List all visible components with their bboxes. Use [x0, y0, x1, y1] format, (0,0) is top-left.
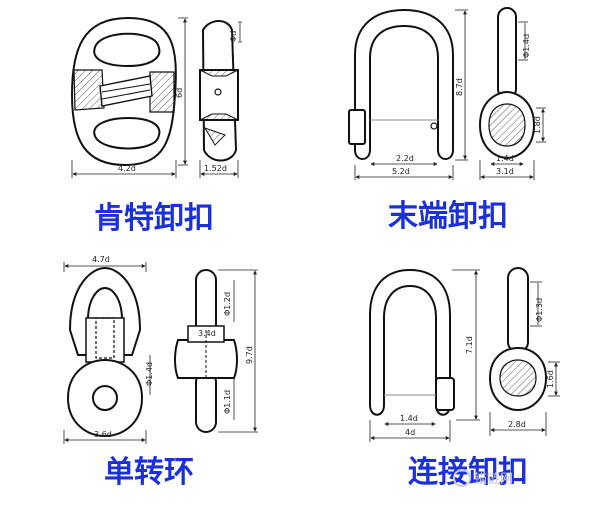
kenter-dimensions	[71, 17, 188, 178]
kenter-center-bar	[99, 75, 153, 107]
end-outer2-label: 3.1d	[496, 167, 514, 176]
kenter-lower-hole	[93, 116, 161, 150]
swivel-figure	[66, 266, 144, 438]
swivel-d11-label: Φ1.1d	[223, 390, 232, 414]
end-shackle-side-view	[478, 7, 536, 160]
kenter-side-view	[199, 20, 239, 162]
kenter-thickness-label: 1.52d	[204, 164, 227, 173]
joining-side-dimensions	[489, 281, 560, 436]
joining-height-label: 7.1d	[465, 336, 474, 354]
swivel-height-label: 9.7d	[245, 346, 254, 364]
joining-inner-label: 1.4d	[400, 414, 418, 423]
kenter-height-label: 6d	[175, 88, 184, 98]
kenter-right-section	[149, 71, 175, 113]
kenter-caption: 肯特卸扣	[94, 201, 214, 236]
joining-shackle-dimensions	[369, 269, 480, 442]
end-pin-label: Φ1.4d	[522, 34, 531, 58]
swivel-dimensions	[63, 262, 151, 444]
watermark-text: 锚链网	[474, 472, 513, 487]
swivel-d34-label: 3.4d	[198, 329, 216, 338]
end-shackle-figure	[348, 8, 454, 160]
kenter-diameter-label: Φd	[229, 31, 238, 42]
kenter-side-dimensions	[199, 21, 242, 178]
watermark: 锚链网	[453, 469, 513, 487]
kenter-shackle-figure	[70, 16, 177, 167]
kenter-width-label: 4.2d	[118, 164, 136, 173]
joining-outer2-label: 2.8d	[508, 420, 526, 429]
joining-outer-label: 4d	[405, 428, 415, 437]
kenter-upper-hole	[93, 32, 161, 68]
joining-shackle-figure	[369, 268, 455, 416]
end-eye-label: 1.8d	[533, 116, 542, 134]
end-shackle-caption: 末端卸扣	[388, 199, 508, 234]
swivel-caption: 单转环	[104, 455, 194, 490]
joining-side-view	[488, 267, 548, 412]
swivel-side-dimensions	[218, 269, 258, 433]
swivel-d14-label: Φ1.4d	[145, 362, 154, 386]
end-inner2-label: 1.4d	[496, 154, 514, 163]
end-shackle-dimensions	[354, 9, 468, 180]
swivel-d12-label: Φ1.2d	[223, 292, 232, 316]
joining-pin-label: Φ1.3d	[535, 298, 544, 322]
end-inner-label: 2.2d	[396, 154, 414, 163]
swivel-top-width-label: 4.7d	[92, 255, 110, 264]
joining-eye-label: 1.6d	[546, 370, 555, 388]
swivel-side-view	[174, 269, 238, 433]
end-outer-label: 5.2d	[392, 167, 410, 176]
kenter-left-section	[73, 69, 105, 111]
end-height-label: 8.7d	[455, 78, 464, 96]
end-side-dimensions	[479, 21, 546, 180]
swivel-bottom-width-label: 3.6d	[94, 430, 112, 439]
